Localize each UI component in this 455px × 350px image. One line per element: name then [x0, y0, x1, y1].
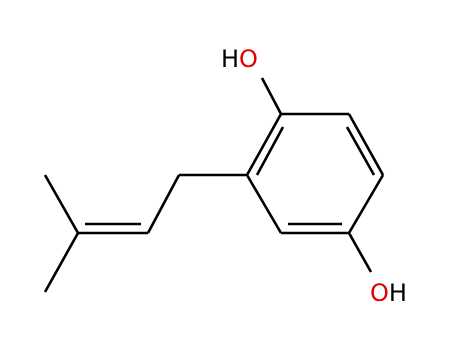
oxygen-glyph: O [370, 279, 389, 307]
bond-ring-to-bottom-oxygen [347, 232, 373, 273]
ring-bond-c6-c1 [245, 113, 283, 176]
chain-bond-c-methyl-upper [43, 174, 80, 234]
hydroxyl-label-top: HO [221, 45, 258, 73]
ring-bond-c2-c3 [347, 113, 385, 176]
hydrogen-glyph: H [221, 45, 239, 73]
hydroxyl-label-bottom: OH [370, 279, 407, 307]
ring-double-bond-c2-c3 [345, 126, 376, 176]
chain-bond-c-methyl-lower [43, 232, 80, 293]
hydrogen-glyph: H [389, 279, 407, 307]
ring-bond-c5-c6 [245, 174, 283, 234]
prenyl-side-chain [43, 173, 247, 293]
benzene-ring [245, 112, 385, 235]
chain-bond-ch2-ch [146, 174, 181, 234]
bond-ring-to-top-oxygen [260, 77, 283, 115]
ring-bond-c3-c4 [347, 174, 385, 234]
ring-double-bond-c6-c1 [255, 126, 285, 176]
oxygen-glyph: O [239, 45, 258, 73]
